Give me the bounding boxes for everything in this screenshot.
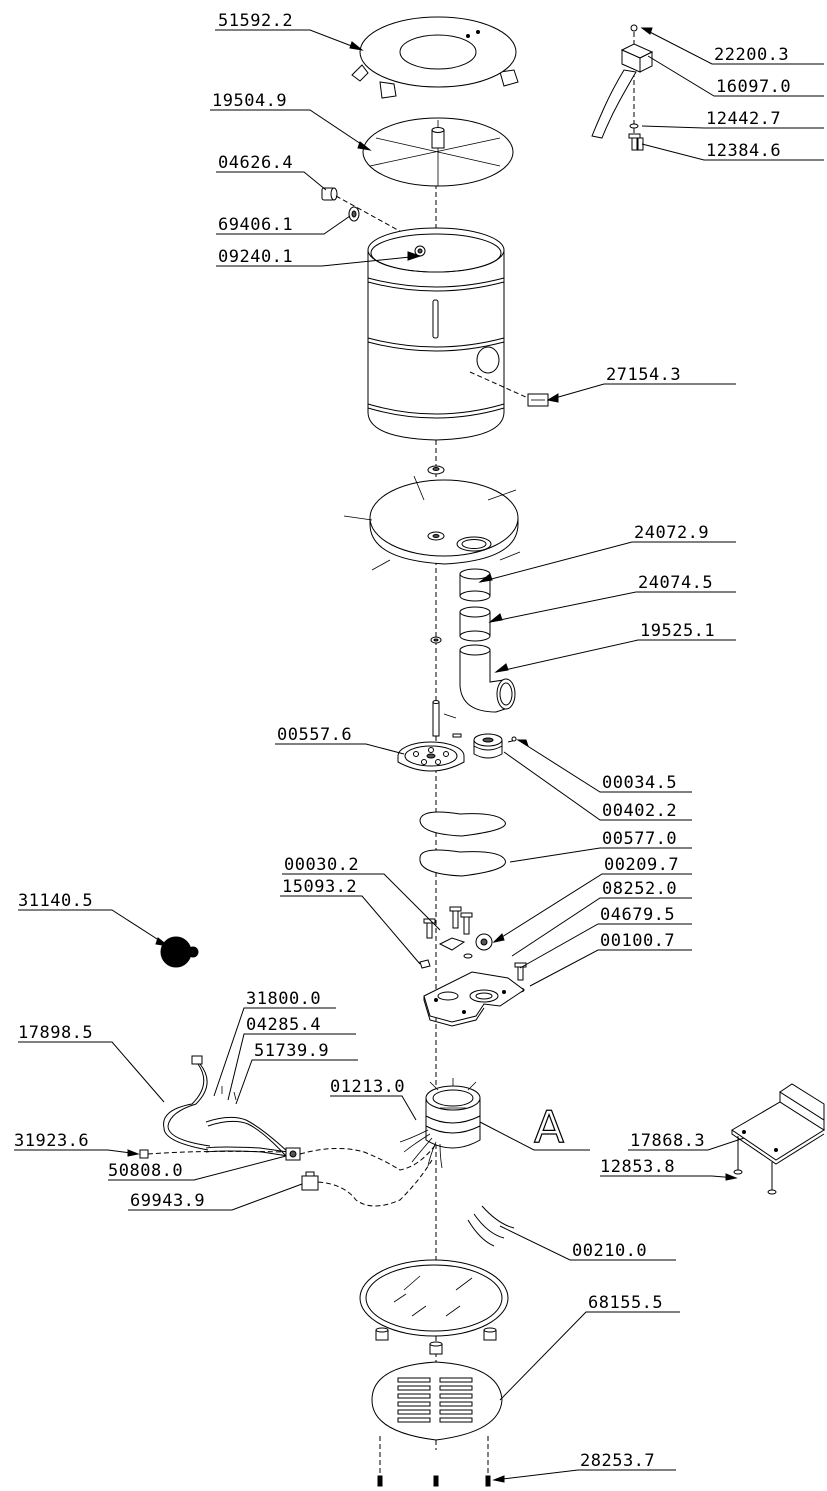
center-grommet	[427, 465, 445, 475]
bottom-screws	[377, 1436, 491, 1487]
callout-28253-7: 28253.7	[580, 1451, 655, 1471]
callout-labels: 51592.2 19504.9 04626.4 69406.1 09240.1 …	[14, 11, 791, 1471]
callout-17868-3: 17868.3	[630, 1131, 705, 1151]
set-screw	[507, 736, 517, 743]
large-pulley	[397, 733, 465, 772]
callout-12384-6: 12384.6	[706, 141, 781, 161]
motor	[399, 1078, 481, 1169]
callout-00577-0: 00577.0	[602, 829, 677, 849]
switch	[285, 1147, 301, 1161]
wiring-harness	[163, 1055, 289, 1157]
callout-00030-2: 00030.2	[284, 855, 359, 875]
callout-17898-5: 17898.5	[18, 1023, 93, 1043]
rubber-straps	[467, 1205, 515, 1247]
top-lid	[351, 16, 519, 99]
label-plate	[527, 393, 549, 407]
grille-slots	[397, 1377, 473, 1423]
callout-09240-1: 09240.1	[218, 247, 293, 267]
callout-04626-4: 04626.4	[218, 153, 293, 173]
callout-68155-5: 68155.5	[588, 1293, 663, 1313]
callout-00557-6: 00557.6	[277, 725, 352, 745]
arrow-heads	[127, 27, 738, 1483]
connector	[139, 1149, 285, 1159]
control-panel	[731, 1083, 825, 1165]
knob	[160, 936, 199, 968]
callout-15093-2: 15093.2	[282, 877, 357, 897]
callout-27154-3: 27154.3	[606, 365, 681, 385]
svg-text:A: A	[534, 1102, 564, 1153]
drive-belts	[419, 811, 506, 877]
callout-22200-3: 22200.3	[714, 45, 789, 65]
callout-12853-8: 12853.8	[600, 1157, 675, 1177]
callout-00209-7: 00209.7	[604, 855, 679, 875]
base-ring	[359, 1259, 509, 1355]
filter-disc	[362, 117, 514, 187]
callout-04679-5: 04679.5	[600, 905, 675, 925]
callout-00402-2: 00402.2	[602, 801, 677, 821]
callout-12442-7: 12442.7	[706, 109, 781, 129]
fitting-washer	[348, 206, 360, 222]
capacitor	[299, 1143, 437, 1207]
callout-51592-2: 51592.2	[218, 11, 293, 31]
callout-50808-0: 50808.0	[108, 1161, 183, 1181]
callout-31140-5: 31140.5	[18, 891, 93, 911]
callout-16097-0: 16097.0	[716, 77, 791, 97]
drive-shaft	[432, 700, 457, 737]
bearing	[475, 933, 493, 951]
small-pulley	[473, 733, 503, 759]
callout-24072-9: 24072.9	[634, 523, 709, 543]
callout-08252-0: 08252.0	[602, 879, 677, 899]
bottom-grille	[371, 1361, 503, 1441]
callout-00034-5: 00034.5	[602, 773, 677, 793]
callout-01213-0: 01213.0	[330, 1077, 405, 1097]
callout-69943-9: 69943.9	[130, 1191, 205, 1211]
duct-sleeve	[459, 606, 491, 642]
panel-feet	[733, 1136, 777, 1195]
elbow-duct	[459, 644, 516, 713]
bolts	[423, 906, 527, 981]
callout-00210-0: 00210.0	[572, 1241, 647, 1261]
callout-51739-9: 51739.9	[254, 1041, 329, 1061]
motor-plate	[343, 475, 521, 571]
callout-24074-5: 24074.5	[638, 573, 713, 593]
callout-19525-1: 19525.1	[640, 621, 715, 641]
callout-31800-0: 31800.0	[246, 989, 321, 1009]
leader-lines	[14, 27, 824, 1481]
callout-31923-6: 31923.6	[14, 1131, 89, 1151]
callout-69406-1: 69406.1	[218, 215, 293, 235]
shaft-nut	[430, 636, 442, 644]
bracket-assembly	[591, 24, 654, 151]
detail-marker-a: A	[533, 1101, 564, 1153]
duct-ring	[459, 568, 491, 602]
callout-19504-9: 19504.9	[212, 91, 287, 111]
canister-body	[367, 227, 529, 441]
callout-00100-7: 00100.7	[600, 931, 675, 951]
base-plate	[423, 971, 525, 1027]
callout-04285-4: 04285.4	[246, 1015, 321, 1035]
